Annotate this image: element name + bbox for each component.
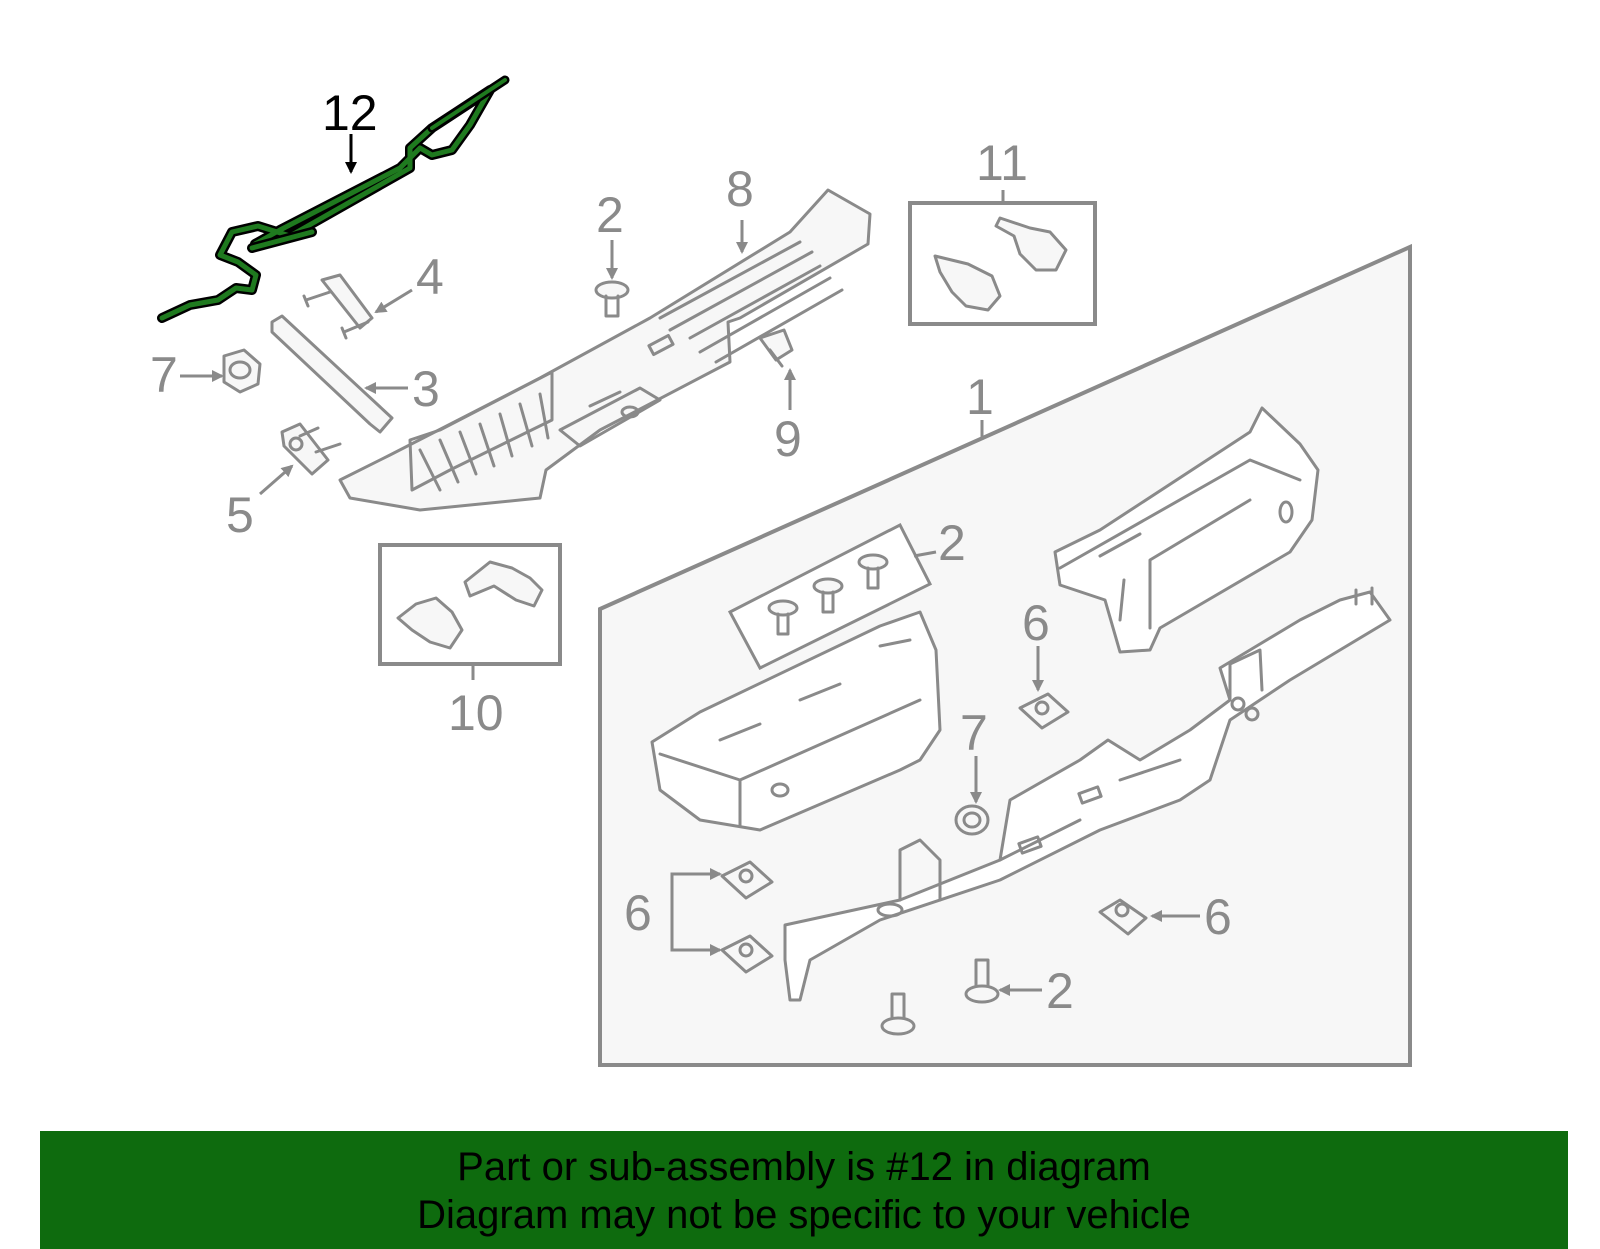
callout-12: 12: [322, 85, 378, 141]
callout-2-group: 2: [938, 515, 966, 571]
leader-lines: [180, 134, 1200, 996]
push-pin-part-9[interactable]: [758, 328, 794, 368]
push-pin-group-part-2[interactable]: [727, 522, 933, 670]
nut-part-7-frame[interactable]: [954, 804, 990, 836]
banner-line-disclaimer: Diagram may not be specific to your vehi…: [417, 1193, 1191, 1237]
clip-nut-part-6-right[interactable]: [1098, 898, 1148, 936]
bolt-part-2-bottom-left[interactable]: [880, 992, 916, 1036]
reinforcement-beam[interactable]: [783, 586, 1392, 1002]
callout-9: 9: [774, 411, 802, 467]
callout-1: 1: [966, 369, 994, 425]
box-part-11[interactable]: [908, 201, 1097, 326]
callout-5: 5: [226, 487, 254, 543]
callout-8: 8: [726, 161, 754, 217]
bumper-end-left[interactable]: [650, 610, 942, 832]
box-part-10[interactable]: [378, 543, 562, 666]
callout-6-right: 6: [1204, 889, 1232, 945]
callout-labels: 12 2 8 11 4 7 3 9 1 5 2 10 6 7 6 6 2: [150, 85, 1232, 1019]
clip-nut-part-6-left-upper[interactable]: [720, 860, 774, 900]
strip-part-3[interactable]: [270, 314, 394, 434]
callout-7-frame: 7: [960, 705, 988, 761]
bumper-end-right[interactable]: [1053, 406, 1320, 654]
callout-2-top: 2: [596, 187, 624, 243]
callout-10: 10: [448, 685, 504, 741]
callout-6-top: 6: [1022, 595, 1050, 651]
banner-line-part: Part or sub-assembly is #12 in diagram: [457, 1145, 1151, 1189]
callout-4: 4: [416, 249, 444, 305]
clip-nut-part-6-left-lower[interactable]: [720, 934, 774, 974]
callout-2-bottom: 2: [1046, 963, 1074, 1019]
bracket-part-4[interactable]: [302, 273, 374, 340]
step-pad-part-8[interactable]: [338, 188, 872, 512]
bumper-assembly-frame-part-1[interactable]: [598, 243, 1412, 1067]
callout-6-left: 6: [624, 885, 652, 941]
nut-part-7[interactable]: [222, 348, 262, 394]
wiring-harness-part-12[interactable]: [157, 75, 510, 323]
bracket-part-5[interactable]: [280, 422, 342, 476]
push-pin-part-2-top[interactable]: [594, 280, 630, 318]
info-banner: Part or sub-assembly is #12 in diagram D…: [40, 1131, 1568, 1249]
callout-3: 3: [412, 361, 440, 417]
clip-nut-part-6-top[interactable]: [1018, 692, 1070, 730]
callout-7-left: 7: [150, 347, 178, 403]
callout-11: 11: [976, 135, 1028, 191]
